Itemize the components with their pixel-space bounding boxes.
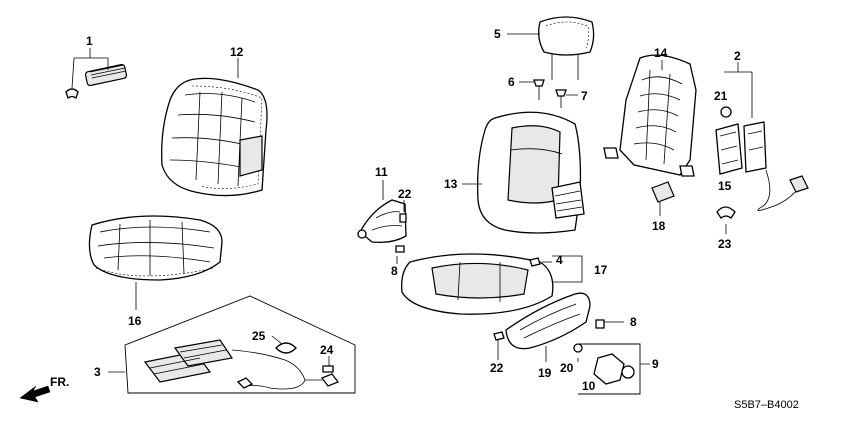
callout-23: 23: [718, 237, 732, 251]
callout-15: 15: [718, 179, 732, 193]
callout-24: 24: [320, 343, 334, 357]
callout-22-bottom: 22: [490, 361, 504, 375]
part-seatback-cover: [161, 58, 268, 197]
callout-14: 14: [654, 46, 668, 60]
callout-2: 2: [734, 49, 741, 63]
part-recline-cover-right: [493, 292, 624, 362]
part-recline-knob-group: [573, 343, 650, 395]
callout-16: 16: [128, 314, 142, 328]
callout-6: 6: [508, 75, 515, 89]
part-seatback-frame: [603, 54, 697, 177]
part-headrest: [507, 16, 595, 80]
callout-12: 12: [230, 45, 244, 59]
part-seat-cushion-cover: [88, 215, 223, 310]
callout-5: 5: [494, 27, 501, 41]
callout-18: 18: [652, 219, 666, 233]
part-seatback-cushion: [462, 111, 585, 234]
diagram-code: S5B7–B4002: [734, 399, 799, 411]
callout-10: 10: [582, 379, 596, 393]
part-recline-knob: [651, 181, 675, 216]
callout-19: 19: [538, 366, 552, 380]
callout-20: 20: [560, 361, 574, 375]
callout-25: 25: [252, 329, 266, 343]
callout-7: 7: [581, 89, 588, 103]
callout-11: 11: [375, 165, 388, 179]
front-direction-label: FR.: [50, 375, 69, 389]
callout-1: 1: [86, 34, 93, 48]
callout-9: 9: [652, 357, 659, 371]
front-direction-arrow: [19, 385, 51, 403]
callout-22-left: 22: [398, 187, 412, 201]
callout-8-right: 8: [630, 315, 637, 329]
part-heater-group: [108, 295, 356, 394]
part-recline-cover-left: [357, 180, 407, 264]
part-seat-cushion: [401, 253, 583, 315]
part-headrest-guides: [519, 79, 578, 108]
callout-8-left: 8: [391, 264, 398, 278]
part-clip-set: [65, 48, 128, 100]
callout-21: 21: [714, 89, 728, 103]
callout-17: 17: [594, 263, 608, 277]
callout-3: 3: [94, 365, 101, 379]
callout-4: 4: [556, 253, 563, 267]
callout-13: 13: [444, 177, 458, 191]
part-side-airbag-assy: [715, 62, 809, 234]
